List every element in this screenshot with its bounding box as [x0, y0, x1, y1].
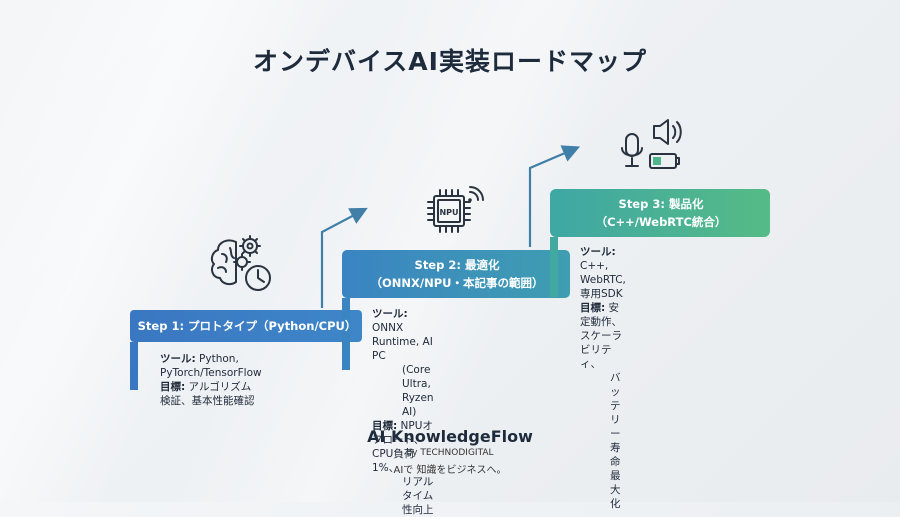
step2-riser — [342, 298, 350, 370]
step2-subtitle: （ONNX/NPU・本記事の範囲） — [370, 276, 544, 290]
step3-subtitle: （C++/WebRTC統合） — [595, 215, 727, 229]
step2-tool-text-2: (Core Ultra, Ryzen AI) — [402, 364, 434, 418]
step3-riser — [550, 237, 558, 297]
brand-block: AI KnowledgeFlow by TECHNODIGITAL AIで 知識… — [0, 427, 900, 476]
step3-tool-label: ツール: — [580, 246, 616, 258]
step2-goal-text: NPUオフロード、CPU負荷1%、 — [372, 420, 433, 474]
step1-goal-text: アルゴリズム検証、基本性能確認 — [160, 381, 255, 407]
step3-goal-label: 目標: — [580, 302, 606, 314]
step1-head-bar — [130, 310, 362, 342]
npu-chip-icon: NPU — [427, 186, 484, 233]
npu-chip-label: NPU — [439, 208, 458, 217]
step3-details: ツール: C++, WebRTC, 専用SDK 目標: 安定動作、スケーラビリテ… — [580, 245, 626, 511]
step1-goal-label: 目標: — [160, 381, 186, 393]
step1-details: ツール: Python, PyTorch/TensorFlow 目標: アルゴリ… — [160, 352, 262, 408]
step2-header: Step 2: 最適化 （ONNX/NPU・本記事の範囲） — [346, 252, 568, 296]
arrow-step1-to-step2 — [320, 207, 368, 308]
step1-tool-text: Python, PyTorch/TensorFlow — [160, 353, 262, 379]
step1-riser — [130, 342, 138, 390]
step2-tool-label: ツール: — [372, 308, 408, 320]
step1-tool-label: ツール: — [160, 353, 196, 365]
step3-tool-text: C++, WebRTC, 専用SDK — [580, 260, 626, 300]
page-title: オンデバイスAI実装ロードマップ — [253, 47, 647, 76]
brand-name: AI KnowledgeFlow — [367, 427, 533, 446]
step2-details: ツール: ONNX Runtime, AI PC (Core Ultra, Ry… — [372, 307, 434, 517]
microphone-speaker-battery-icon — [621, 119, 682, 169]
step2-goal-text-2: リアルタイム性向上 — [402, 476, 434, 516]
step2-head-bar — [342, 250, 570, 298]
step3-goal-text: 安定動作、スケーラビリティ、 — [580, 302, 622, 370]
step2-title: Step 2: 最適化 — [414, 258, 500, 272]
step3-header: Step 3: 製品化 （C++/WebRTC統合） — [554, 191, 768, 235]
step1-title: Step 1: プロトタイプ（Python/CPU） — [137, 319, 357, 333]
brain-gears-clock-icon — [210, 235, 271, 291]
step3-head-bar — [550, 189, 770, 237]
step1-header: Step 1: プロトタイプ（Python/CPU） — [134, 310, 360, 342]
step3-title: Step 3: 製品化 — [618, 197, 704, 211]
step2-tool-text: ONNX Runtime, AI PC — [372, 322, 433, 362]
brand-tagline: AIで 知識をビジネスへ。 — [393, 465, 507, 476]
arrow-step2-to-step3 — [528, 145, 581, 247]
step2-goal-label: 目標: — [372, 420, 398, 432]
staircase-graphic — [130, 145, 770, 390]
brand-by: by TECHNODIGITAL — [406, 448, 494, 458]
